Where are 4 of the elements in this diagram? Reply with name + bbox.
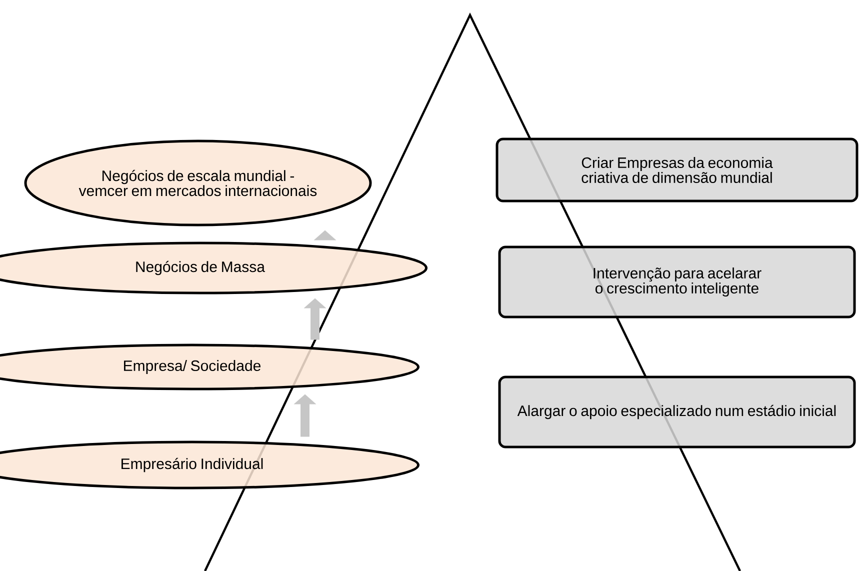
process-box: Criar Empresas da economia criativa de dimensão mundial — [496, 138, 858, 202]
process-box: Alargar o apoio especializado num estádio inicial — [498, 376, 856, 448]
process-box: Intervenção para acelarar o crescimento inteligente — [498, 246, 856, 318]
ellipse-node: Negócios de escala mundial - vemcer em mercados internacionais — [24, 140, 372, 226]
